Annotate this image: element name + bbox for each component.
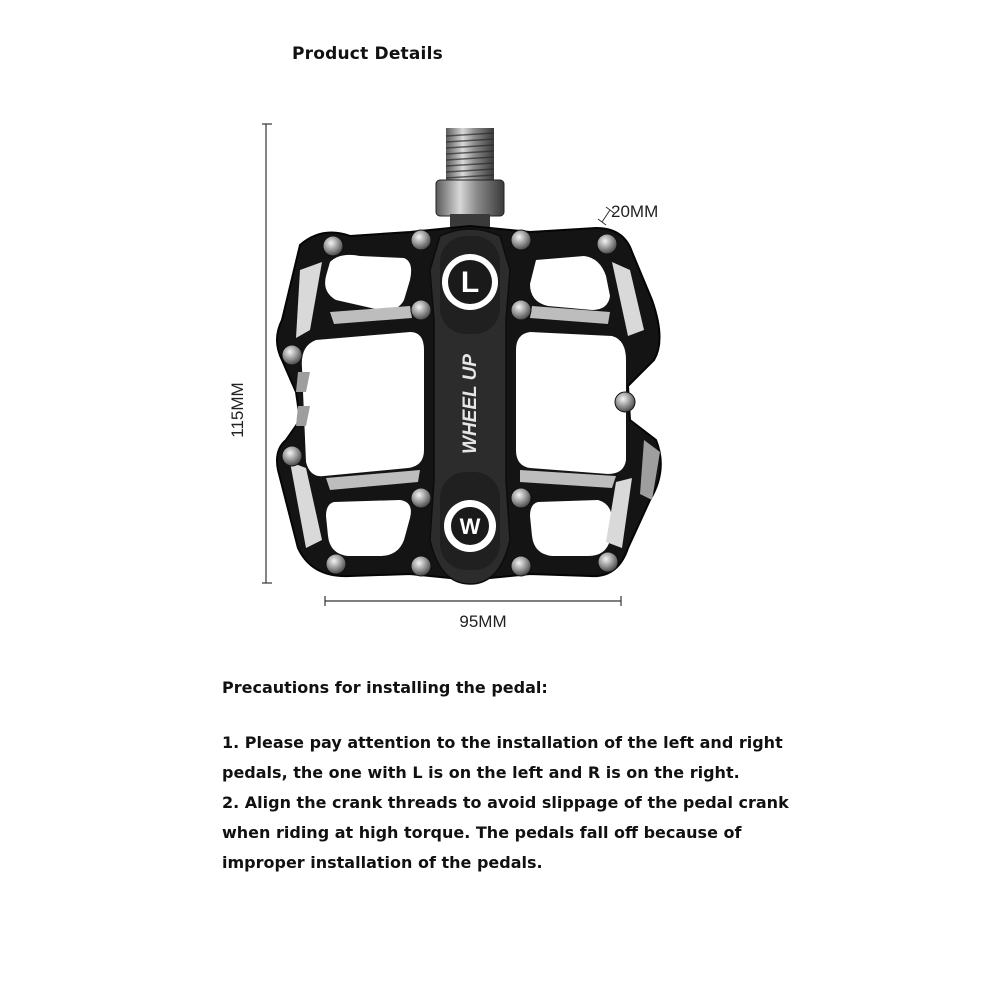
page-title: Product Details — [292, 44, 443, 64]
pedal-spindle — [435, 128, 505, 228]
instructions-body: 1. Please pay attention to the installat… — [222, 728, 822, 878]
brand-text: WHEEL UP — [460, 354, 481, 454]
left-side-badge: L — [442, 254, 498, 310]
brand-logo: W — [444, 500, 496, 552]
thickness-dimension: 20MM — [597, 202, 658, 226]
pedal-diagram: 115MM 95MM 20MM — [228, 123, 662, 631]
instruction-line: improper installation of the pedals. — [222, 853, 543, 872]
logo-letter: W — [460, 514, 481, 539]
height-dimension: 115MM — [228, 123, 272, 584]
thickness-label: 20MM — [611, 202, 658, 221]
instruction-line: pedals, the one with L is on the left an… — [222, 763, 740, 782]
instruction-line: 2. Align the crank threads to avoid slip… — [222, 793, 789, 812]
instruction-line: when riding at high torque. The pedals f… — [222, 823, 742, 842]
pedal-pins — [281, 229, 636, 577]
height-label: 115MM — [228, 382, 247, 437]
width-dimension: 95MM — [324, 596, 622, 631]
width-label: 95MM — [459, 612, 506, 631]
side-letter: L — [461, 266, 479, 299]
pedal-body — [276, 224, 662, 585]
instruction-line: 1. Please pay attention to the installat… — [222, 733, 783, 752]
instructions-heading: Precautions for installing the pedal: — [222, 678, 548, 697]
